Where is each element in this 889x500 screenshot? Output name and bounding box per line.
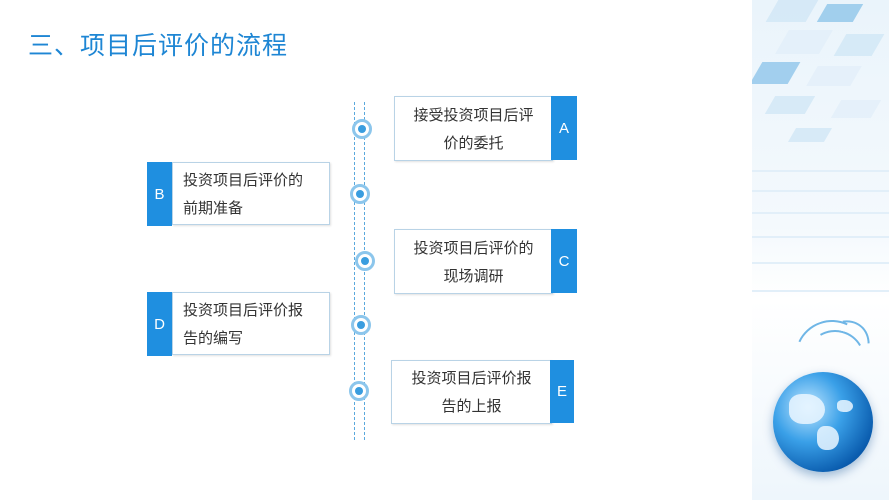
timeline-node-icon (350, 184, 370, 204)
timeline-node-icon (352, 119, 372, 139)
timeline-line (354, 102, 356, 440)
step-c-line1: 投资项目后评价的 (413, 238, 534, 257)
step-b-tag: B (147, 162, 172, 226)
step-c-line2: 现场调研 (443, 266, 504, 285)
globe-icon (773, 372, 873, 472)
step-a-box: 接受投资项目后评 价的委托 (394, 96, 553, 161)
step-e-line2: 告的上报 (441, 397, 502, 415)
step-c-tag: C (551, 229, 577, 293)
step-b-box: 投资项目后评价的 前期准备 (172, 162, 330, 225)
step-b-line1: 投资项目后评价的 (183, 170, 304, 189)
step-a-line1: 接受投资项目后评 (413, 105, 534, 124)
timeline-node-icon (349, 381, 369, 401)
timeline-node-icon (351, 315, 371, 335)
step-d-line2: 告的编写 (183, 328, 244, 347)
step-b-line2: 前期准备 (183, 198, 244, 217)
timeline-line (364, 102, 366, 440)
step-d-line1: 投资项目后评价报 (183, 300, 304, 319)
timeline-node-icon (355, 251, 375, 271)
step-e-box: 投资项目后评价报 告的上报 (391, 360, 552, 424)
step-d-box: 投资项目后评价报 告的编写 (172, 292, 330, 355)
step-a-line2: 价的委托 (443, 133, 504, 152)
step-e-tag: E (550, 360, 574, 423)
step-e-line1: 投资项目后评价报 (411, 369, 532, 387)
page-title: 三、项目后评价的流程 (28, 31, 289, 60)
step-d-tag: D (147, 292, 172, 356)
step-a-tag: A (551, 96, 577, 160)
step-c-box: 投资项目后评价的 现场调研 (394, 229, 553, 294)
